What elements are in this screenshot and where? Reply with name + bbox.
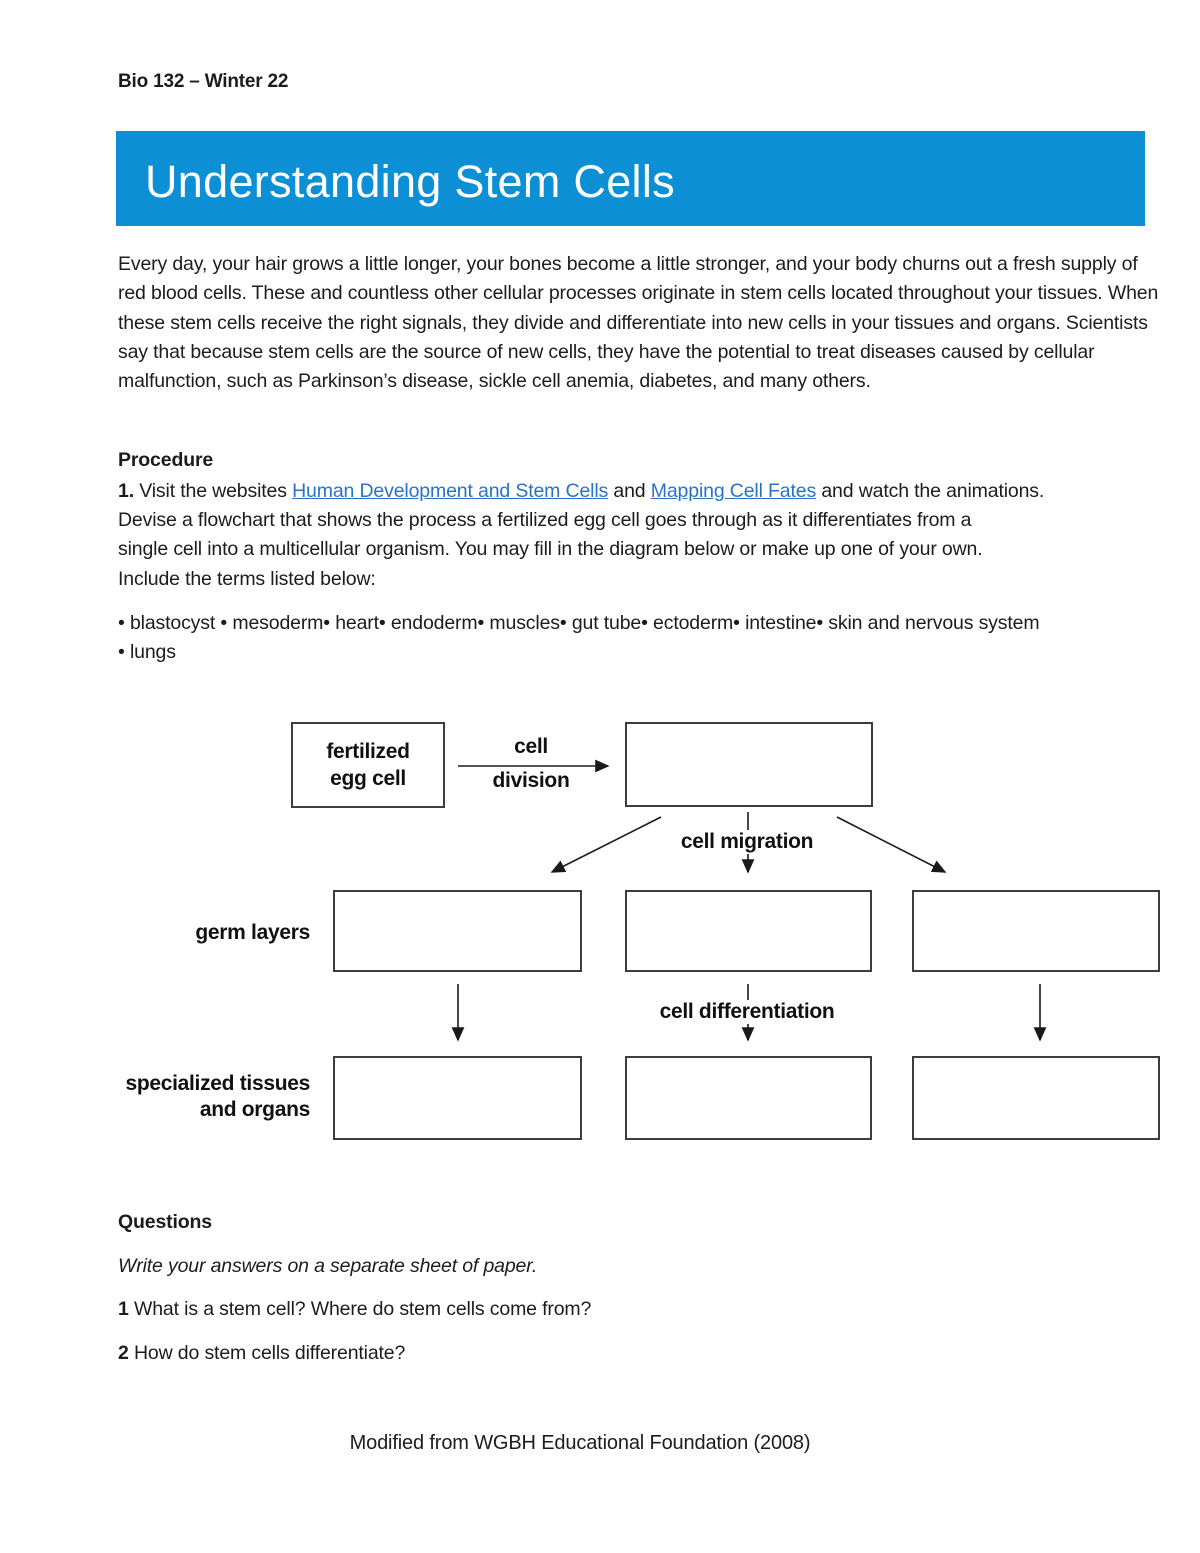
specialized-tissues-label: specialized tissues and organs	[80, 1071, 310, 1123]
procedure-line-3: single cell into a multicellular organis…	[118, 538, 983, 561]
procedure-line-4: Include the terms listed below:	[118, 567, 376, 590]
procedure-heading: Procedure	[118, 449, 214, 471]
terms-line-2: • lungs	[118, 640, 176, 663]
question-1-text: What is a stem cell? Where do stem cells…	[128, 1298, 592, 1320]
question-1: 1 What is a stem cell? Where do stem cel…	[118, 1298, 591, 1321]
cell-division-label-line1: cell	[514, 735, 548, 758]
germ-layer-box-middle	[625, 890, 872, 972]
procedure-line-1: 1. Visit the websites Human Development …	[118, 480, 1045, 502]
questions-instruction: Write your answers on a separate sheet o…	[118, 1255, 538, 1277]
question-1-number: 1	[118, 1298, 129, 1320]
start-box-label-line2: egg cell	[330, 767, 406, 790]
start-box-label-line1: fertilized	[326, 740, 410, 763]
cell-migration-label: cell migration	[673, 830, 821, 854]
page-title: Understanding Stem Cells	[145, 155, 675, 207]
step-number: 1.	[118, 480, 134, 502]
fertilized-egg-cell-box: fertilized egg cell	[291, 722, 445, 808]
terms-list: • blastocyst • mesoderm• heart• endoderm…	[118, 609, 1160, 666]
terms-line-1: • blastocyst • mesoderm• heart• endoderm…	[118, 612, 1040, 634]
specialized-tissues-label-line1: specialized tissues	[125, 1072, 310, 1095]
footer-credit: Modified from WGBH Educational Foundatio…	[349, 1432, 811, 1454]
specialized-tissue-box-right	[912, 1056, 1160, 1140]
course-header: Bio 132 – Winter 22	[118, 71, 289, 92]
cell-differentiation-label: cell differentiation	[652, 1000, 842, 1024]
germ-layers-label: germ layers	[195, 921, 310, 944]
procedure-step-1: 1. Visit the websites Human Development …	[118, 477, 1160, 594]
title-banner: Understanding Stem Cells	[116, 131, 1145, 226]
question-2-text: How do stem cells differentiate?	[128, 1342, 406, 1364]
specialized-tissue-box-left	[333, 1056, 582, 1140]
link-mapping-cell-fates[interactable]: Mapping Cell Fates	[650, 480, 817, 502]
cell-division-label-line2: division	[492, 769, 570, 792]
fill-in-box-blastocyst	[625, 722, 873, 807]
link-human-development-and-stem-cells[interactable]: Human Development and Stem Cells	[292, 480, 609, 502]
questions-heading: Questions	[118, 1211, 212, 1233]
germ-layer-box-left	[333, 890, 582, 972]
procedure-line-2: Devise a flowchart that shows the proces…	[118, 509, 972, 532]
specialized-tissue-box-middle	[625, 1056, 872, 1140]
question-2-number: 2	[118, 1342, 129, 1364]
question-2: 2 How do stem cells differentiate?	[118, 1342, 405, 1365]
specialized-tissues-label-line2: and organs	[199, 1098, 310, 1121]
intro-paragraph: Every day, your hair grows a little long…	[118, 253, 1159, 393]
germ-layer-box-right	[912, 890, 1160, 972]
